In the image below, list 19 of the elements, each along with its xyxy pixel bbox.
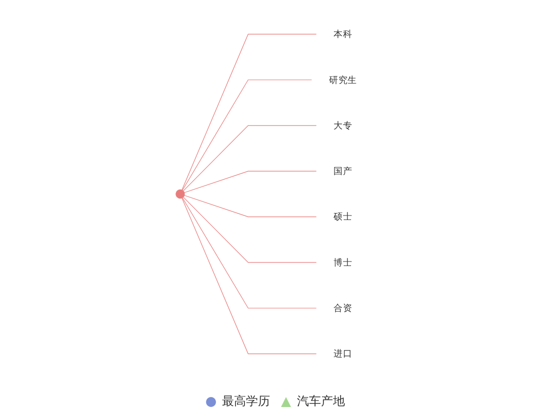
node-circle — [176, 188, 185, 198]
node-text: 本科 — [334, 28, 352, 39]
legend-label: 汽车产地 — [297, 393, 345, 410]
node-text: 大专 — [334, 119, 352, 130]
connector — [183, 124, 317, 191]
node-text: 国产 — [334, 164, 352, 176]
node-text: 博士 — [334, 256, 352, 268]
node-text: 硕士 — [334, 210, 352, 222]
legend-label: 最高学历 — [222, 393, 270, 410]
connector — [184, 194, 317, 217]
node-text: 研究生 — [329, 74, 357, 85]
connector — [182, 196, 317, 308]
connector — [183, 196, 317, 262]
node-text: 合资 — [334, 302, 352, 313]
connector — [184, 170, 317, 192]
connector — [182, 79, 312, 190]
connector — [182, 33, 317, 190]
node-text: 进口 — [334, 347, 352, 358]
connector — [182, 197, 317, 354]
